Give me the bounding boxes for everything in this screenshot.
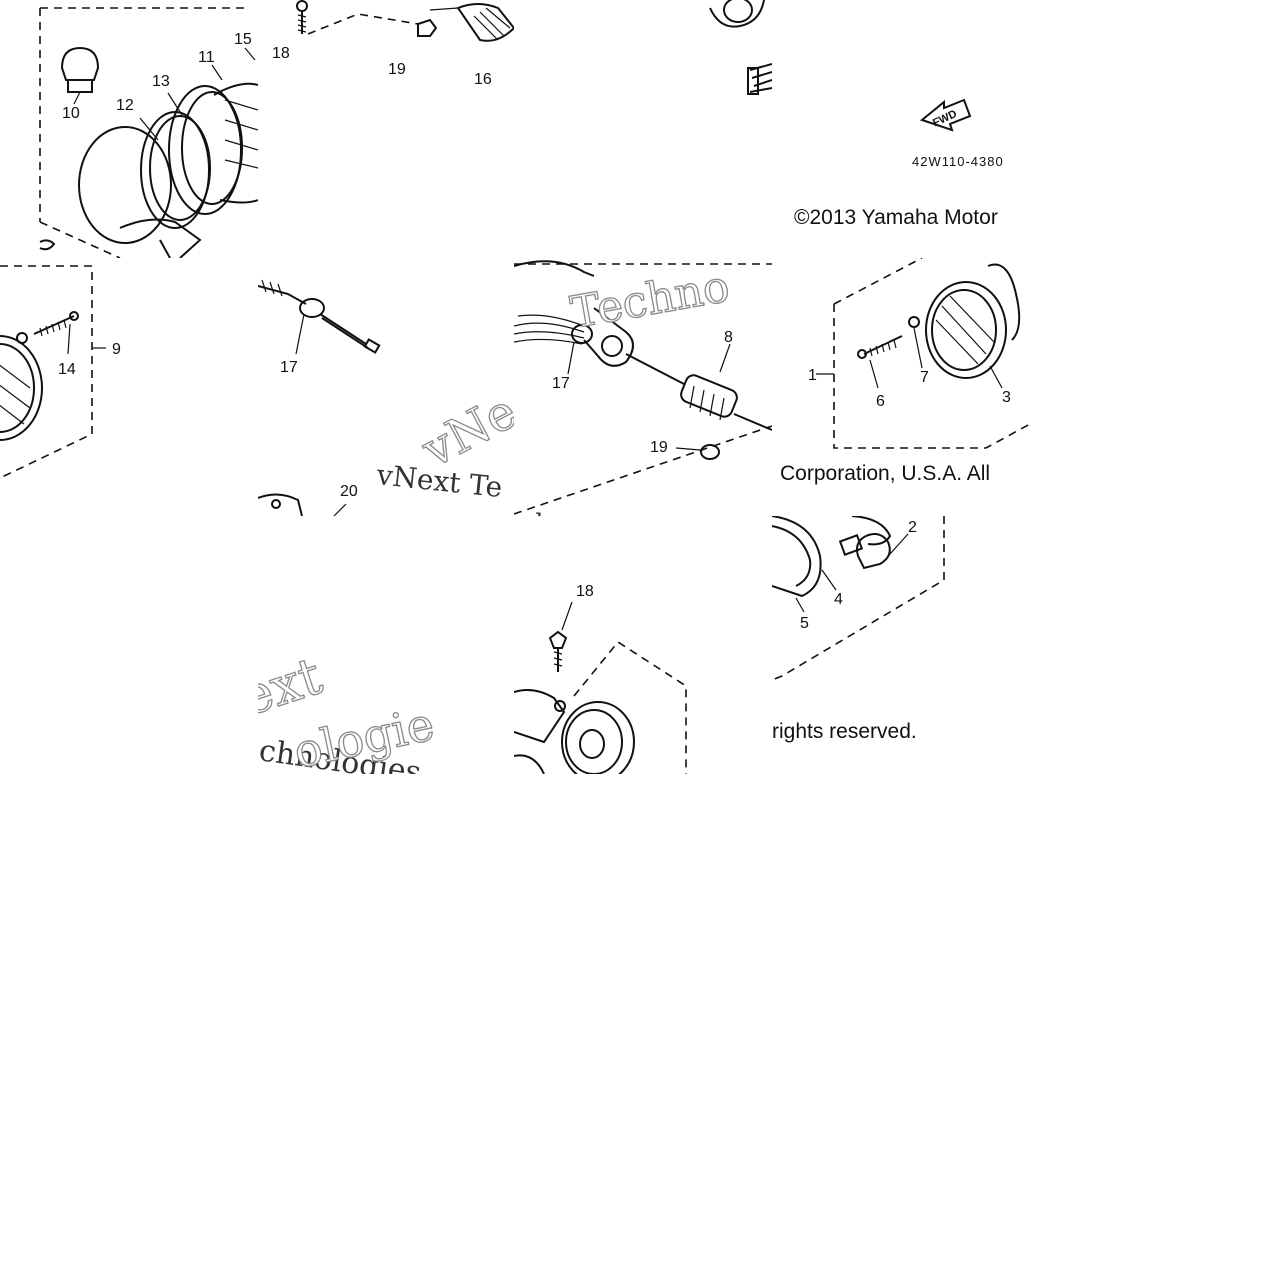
fwd-arrow-icon: FWD [919,98,972,132]
copyright-line-1: ©2013 Yamaha Motor [794,206,998,229]
lamp-socket-icon [429,3,516,42]
bracket-icon [258,493,303,516]
lens-ring-icon [78,82,258,258]
watermark-outline-2: Techno [567,261,733,339]
diagram-tile-top-center-right [514,0,772,258]
diagram-tile-top-center-left: 18 19 16 [258,0,516,258]
diagram-tile-top-left: 10 12 13 11 15 [0,0,258,258]
callout-2: 2 [908,519,917,536]
callout-16: 16 [474,71,492,88]
callout-20: 20 [340,483,358,500]
socket-assembly-icon [680,374,772,431]
bulb-icon [60,46,100,105]
part-number: 42W110-4380 [912,154,1004,169]
reflector-ring-icon [772,516,892,598]
callout-8: 8 [724,329,733,346]
fwd-label: FWD [931,108,959,129]
turn-signal-lens-icon [0,335,43,441]
callout-3: 3 [1002,389,1011,406]
callout-14: 14 [58,361,76,378]
diagram-tile-lower-center-left: ext chnologies ologie [258,516,448,774]
wire-harness-icon [258,279,381,354]
callout-18: 18 [272,45,290,62]
lamp-housing-icon [709,0,765,28]
rear-lamp-icon [514,689,635,774]
callout-9: 9 [112,341,121,358]
callout-18-b: 18 [576,583,594,600]
bulb-icon-2 [838,533,891,570]
callout-4: 4 [834,591,843,608]
watermark-text-2: logies [534,509,614,516]
screw-icon [33,311,79,337]
mount-bracket-icon [583,307,634,367]
diagram-tile-middle-center-right: 8 17 19 Techno logies [514,236,772,516]
diagram-tile-lower-right: 2 4 5 rights reserved. [772,516,950,774]
callout-10: 10 [62,105,80,122]
connector-icon [747,63,772,95]
nut-icon [417,18,438,37]
copyright-line-3: rights reserved. [772,720,917,743]
copyright-line-2: Corporation, U.S.A. All [780,462,990,485]
callout-1: 1 [808,367,817,384]
watermark-outline-3: ext [258,646,329,728]
callout-11: 11 [198,49,215,66]
diagram-tile-middle-center-left: 17 vNext Te vNe 20 [258,258,516,516]
callout-6: 6 [876,393,885,410]
diagram-tile-middle-right: 1 6 7 3 Corporation, U.S.A. All [772,258,1030,516]
diagram-tile-lower-center-right: 18 [514,516,690,774]
diagram-tile-top-right: FWD 42W110-4380 ©2013 Yamaha Motor [772,0,1030,258]
callout-19: 19 [388,61,406,78]
callout-5: 5 [800,615,809,632]
callout-12: 12 [116,97,134,114]
callout-17: 17 [280,359,298,376]
lens-screw-icon [857,335,903,359]
callout-17-b: 17 [552,375,570,392]
mount-bolt-icon [548,630,568,672]
wires-icon [514,314,593,345]
callout-13: 13 [152,73,170,90]
callout-19-b: 19 [650,439,668,456]
diagram-tile-middle-left: 14 9 [0,258,258,516]
callout-15: 15 [234,31,252,48]
grommet-icon [700,444,720,460]
bolt-icon [296,0,308,34]
lens-cover-icon [925,263,1021,379]
callout-7: 7 [920,369,929,386]
